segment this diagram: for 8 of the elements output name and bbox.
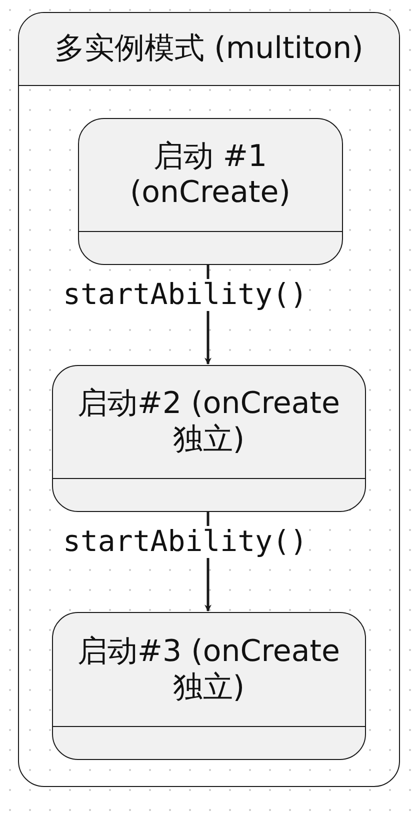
state-label: 启动#2 (onCreate独立) [76,386,341,458]
state-box [52,612,366,760]
state-label: 启动#3 (onCreate独立) [76,634,341,706]
container-box [18,12,400,787]
state-box [78,118,343,265]
state-box [52,364,366,512]
container-title: 多实例模式 (multiton) [54,31,364,67]
state-label: 启动 #1 (onCreate) [128,139,292,212]
